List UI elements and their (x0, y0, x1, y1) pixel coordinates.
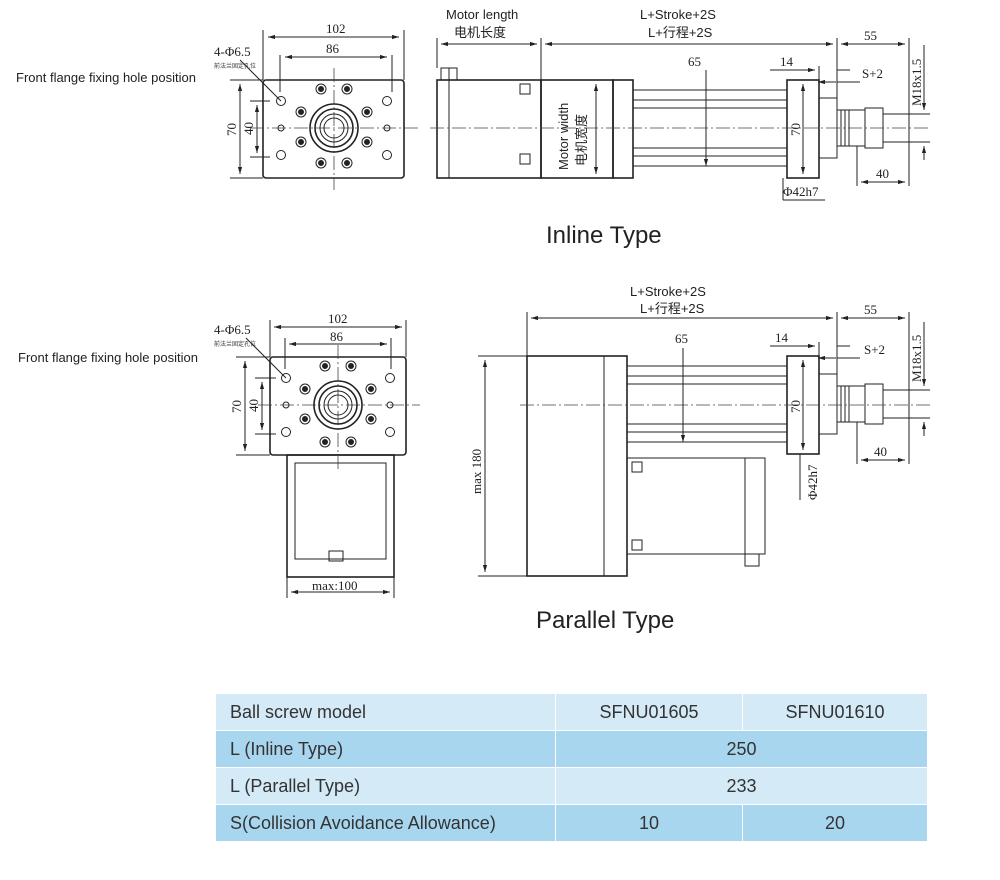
parallel-dim-max180: max 180 (469, 449, 484, 494)
parallel-dim-14: 14 (775, 330, 789, 345)
inline-dim-40: 40 (241, 122, 256, 135)
inline-motor-width-en: Motor width (556, 103, 571, 170)
table-cell: SFNU01605 (555, 693, 743, 731)
parallel-dim-102: 102 (328, 311, 348, 326)
inline-motor-length-en: Motor length (446, 7, 518, 22)
parallel-front-view (236, 320, 420, 598)
table-row: L (Inline Type) 250 (215, 730, 928, 768)
parallel-dim-65: 65 (675, 331, 688, 346)
parallel-dim-max100: max:100 (312, 578, 358, 593)
table-cell: SFNU01610 (742, 693, 928, 731)
table-cell-label: L (Inline Type) (215, 730, 556, 768)
table-cell-label: Ball screw model (215, 693, 556, 731)
spec-table: Ball screw model SFNU01605 SFNU01610 L (… (215, 693, 928, 842)
parallel-dim-40: 40 (246, 399, 261, 412)
parallel-dim-70: 70 (229, 400, 244, 413)
parallel-dim-86: 86 (330, 329, 344, 344)
inline-dim-55: 55 (864, 28, 877, 43)
table-row: Ball screw model SFNU01605 SFNU01610 (215, 693, 928, 731)
inline-dim-m18: M18x1.5 (909, 59, 924, 106)
inline-dim-s2: S+2 (862, 66, 883, 81)
inline-dim-65: 65 (688, 54, 701, 69)
parallel-dim-m18: M18x1.5 (909, 335, 924, 382)
table-cell-label: L (Parallel Type) (215, 767, 556, 805)
parallel-side-view (478, 312, 930, 577)
inline-dim-70: 70 (224, 123, 239, 136)
table-cell: 250 (555, 730, 928, 768)
inline-dim-86: 86 (326, 41, 340, 56)
table-cell: 233 (555, 767, 928, 805)
inline-flange-label: Front flange fixing hole position (16, 70, 196, 85)
inline-stroke-cn: L+行程+2S (648, 25, 713, 40)
parallel-dim-phi42: Φ42h7 (805, 464, 820, 500)
technical-drawing: 4-Φ6.5 Front flange fixing hole position… (16, 7, 930, 634)
inline-motor-width-cn: 电机宽度 (574, 114, 589, 166)
table-cell: 20 (742, 804, 928, 842)
inline-hole-spec: 4-Φ6.5 (214, 44, 251, 59)
inline-flange-label-cn: 前法兰固定孔位 (214, 62, 256, 70)
parallel-hole-spec: 4-Φ6.5 (214, 322, 251, 337)
table-cell-label: S(Collision Avoidance Allowance) (215, 804, 556, 842)
inline-dim-70-body: 70 (788, 123, 803, 136)
inline-motor-length-cn: 电机长度 (454, 25, 506, 40)
table-row: S(Collision Avoidance Allowance) 10 20 (215, 804, 928, 842)
parallel-dim-55: 55 (864, 302, 877, 317)
inline-stroke-en: L+Stroke+2S (640, 7, 716, 22)
inline-side-view (430, 38, 930, 201)
inline-type-title: Inline Type (546, 222, 662, 249)
inline-front-view (230, 30, 418, 190)
table-cell: 10 (555, 804, 743, 842)
parallel-dim-40-rod: 40 (874, 444, 887, 459)
inline-dim-phi42: Φ42h7 (783, 184, 819, 199)
parallel-stroke-cn: L+行程+2S (640, 301, 705, 316)
parallel-dim-s2: S+2 (864, 342, 885, 357)
parallel-dim-70-body: 70 (788, 400, 803, 413)
table-row: L (Parallel Type) 233 (215, 767, 928, 805)
inline-dim-102: 102 (326, 21, 346, 36)
parallel-type-title: Parallel Type (536, 607, 674, 634)
parallel-flange-label: Front flange fixing hole position (18, 350, 198, 365)
parallel-flange-label-cn: 前法兰固定孔位 (214, 340, 256, 348)
parallel-stroke-en: L+Stroke+2S (630, 284, 706, 299)
inline-dim-14: 14 (780, 54, 794, 69)
inline-dim-40-rod: 40 (876, 166, 889, 181)
